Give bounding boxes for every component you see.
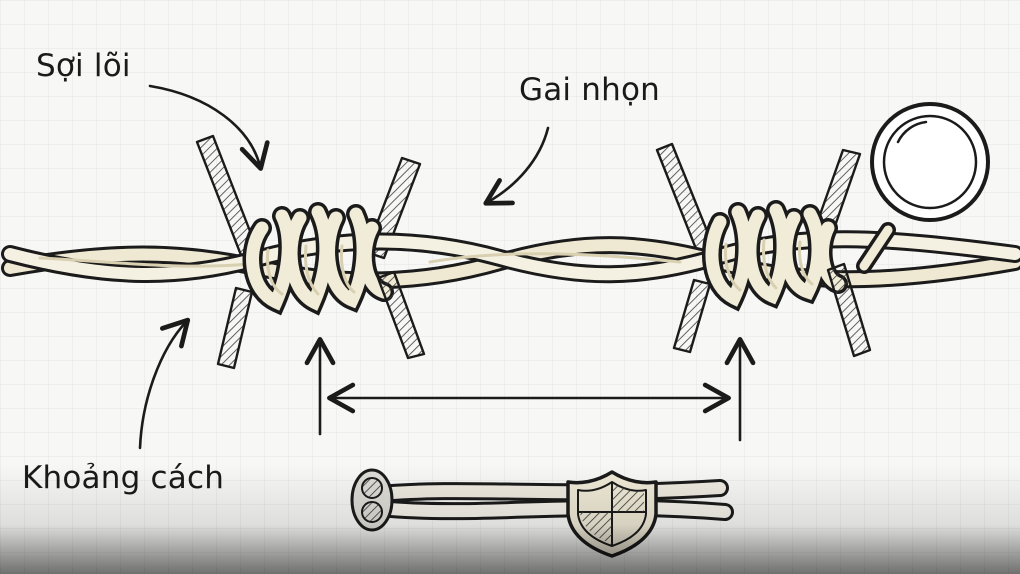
magnifier-icon: [856, 102, 990, 274]
barb-coil-1: [242, 202, 394, 316]
arrow-spacing-left: [138, 317, 191, 450]
label-barb: Gai nhọn: [519, 72, 660, 108]
barb-2-left-lower: [672, 278, 712, 354]
barb-coil-2: [701, 200, 848, 312]
barb-1-right-lower: [376, 270, 426, 360]
label-spacing: Khoảng cách: [22, 460, 225, 496]
label-core-wire: Sợi lõi: [36, 48, 131, 84]
arrow-core-wire: [148, 84, 270, 171]
barb-1-left-lower: [216, 286, 254, 370]
barb-2-right-lower: [826, 262, 872, 358]
arrow-barb: [483, 126, 550, 206]
